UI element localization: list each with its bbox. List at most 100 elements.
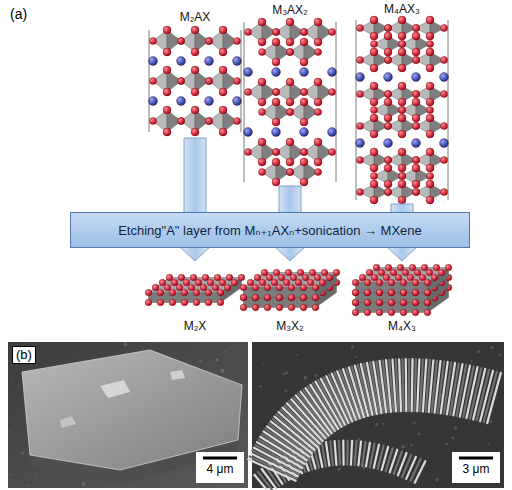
atom (266, 274, 273, 281)
atom (163, 88, 171, 96)
atom (219, 66, 227, 74)
atom (252, 304, 259, 311)
atom (273, 269, 280, 276)
sem-speck (82, 482, 86, 486)
atom (426, 82, 434, 90)
atom (177, 77, 184, 84)
atom (412, 24, 419, 31)
sem-speck (482, 343, 484, 345)
sem-speck (220, 369, 224, 373)
scale-bar-label: 3 μm (452, 462, 500, 477)
sem-speck (356, 356, 358, 358)
atom (276, 294, 283, 301)
atom (400, 289, 407, 296)
atom (426, 32, 434, 40)
atom (398, 16, 406, 24)
atom (205, 37, 212, 44)
sem-speck (375, 423, 378, 426)
atom (286, 78, 294, 86)
atom (276, 294, 283, 301)
atom (171, 279, 178, 286)
atom (426, 48, 434, 56)
scale-bar-box (452, 452, 500, 483)
atom (178, 274, 185, 281)
atom (384, 188, 391, 195)
sem-speck (499, 354, 501, 356)
atom (286, 48, 293, 55)
atom (233, 97, 242, 106)
sem-speck (12, 379, 13, 380)
layer-stripe (408, 359, 410, 411)
atom (190, 274, 197, 281)
atom (314, 108, 321, 115)
atom (314, 158, 322, 166)
atom (402, 269, 409, 276)
atom (288, 304, 295, 311)
sem-background (8, 342, 248, 488)
atom (238, 274, 245, 281)
structure-label: M₃X₂ (276, 319, 304, 334)
mxene-sheet (352, 264, 452, 316)
atom (414, 269, 421, 276)
atom (302, 274, 309, 281)
atom (398, 40, 405, 47)
atom (356, 139, 365, 148)
atom (398, 106, 405, 113)
atom (149, 97, 158, 106)
atom (412, 180, 420, 188)
atom (426, 196, 434, 204)
atom (400, 299, 407, 306)
atom (370, 82, 378, 90)
layer-stripe (396, 359, 399, 411)
sem-speck (413, 422, 416, 425)
layer-stripe (358, 442, 361, 466)
atom (398, 40, 405, 47)
atom (300, 304, 307, 311)
atom (370, 114, 378, 122)
atom (371, 274, 378, 281)
unit-cell-edge (336, 22, 337, 182)
atom (376, 299, 383, 306)
atom (202, 274, 209, 281)
atom (258, 38, 266, 46)
atom (364, 289, 371, 296)
atom (314, 48, 321, 55)
atom (240, 304, 247, 311)
atom (285, 269, 292, 276)
atom (193, 289, 200, 296)
layer-stripe (402, 359, 403, 411)
layer-stripe (322, 443, 326, 467)
atom (205, 97, 214, 106)
sem-image (8, 342, 248, 488)
atom (244, 88, 251, 95)
sem-speck (9, 474, 11, 476)
atom (272, 128, 281, 137)
sem-speck (382, 422, 385, 425)
atom (240, 284, 247, 291)
atom (398, 196, 406, 204)
sem-speck (223, 351, 225, 353)
layer-stripe (339, 441, 340, 465)
atom (177, 117, 184, 124)
atom (272, 148, 279, 155)
atom (400, 279, 407, 286)
layer-stripe (399, 359, 401, 411)
atom (384, 122, 391, 129)
atom (145, 299, 152, 306)
atom (307, 279, 314, 286)
atom (388, 309, 395, 316)
atom (412, 90, 419, 97)
atom (440, 156, 447, 163)
atom (390, 269, 397, 276)
atom (364, 309, 371, 316)
atom (398, 114, 406, 122)
atom (376, 309, 383, 316)
atom (247, 279, 254, 286)
atom (286, 18, 294, 26)
atom (364, 289, 371, 296)
atom (200, 284, 207, 291)
atom (191, 128, 199, 136)
layer-stripe (414, 359, 416, 411)
layer-stripe (411, 359, 414, 411)
sem-speck (403, 477, 405, 479)
